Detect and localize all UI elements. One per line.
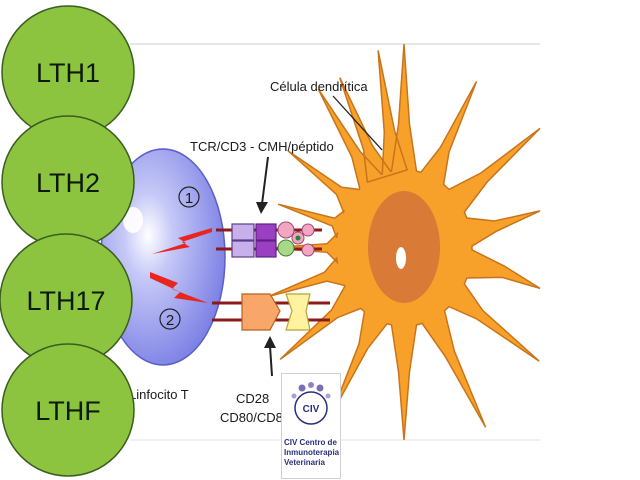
cd80-cd86-ligand — [285, 293, 311, 331]
subset-label-lthf: LTHF — [35, 396, 101, 426]
cd28-pointer-arrow — [269, 345, 273, 377]
mhc-pink-bottom — [301, 243, 315, 257]
cd80-cd86-label: CD80/CD86 — [220, 410, 290, 425]
dendritic-cell-label: Célula dendrítica — [270, 79, 368, 94]
civ-logo: CIV CIV Centro de Inmunoterapia Veterina… — [281, 373, 341, 479]
subset-label-lth2: LTH2 — [36, 168, 100, 198]
signal-1-marker — [178, 186, 200, 208]
tcr-block-top — [255, 223, 277, 241]
tcr-label: TCR/CD3 - CMH/péptido — [190, 139, 334, 154]
tcr-pointer-arrow — [261, 156, 269, 205]
subset-label-lth17: LTH17 — [26, 286, 105, 316]
signal-2-lightning-icon — [150, 272, 208, 303]
cd28-arrowhead — [264, 336, 276, 348]
tcr-cd3-complex — [216, 221, 322, 258]
cd28-receptor — [241, 293, 281, 331]
dendritic-label-pointer — [332, 95, 383, 151]
civ-logo-line3: Veterinaria — [284, 458, 325, 467]
cd28-label: CD28 — [236, 391, 269, 406]
dendritic-cell-nucleus — [368, 191, 440, 303]
civ-logo-abbr: CIV — [303, 404, 320, 415]
lymphocyte-label: Linfocito T — [129, 387, 189, 402]
signal-2-number: 2 — [166, 312, 174, 329]
signal-1-number: 1 — [185, 190, 193, 207]
peptide-core — [295, 235, 301, 241]
dendritic-cell — [267, 43, 541, 441]
civ-logo-line1: CIV Centro de — [284, 438, 337, 447]
tcr-block-bottom — [255, 240, 277, 258]
lymphocyte-highlight — [123, 207, 143, 233]
civ-logo-emblem: CIV — [291, 382, 331, 425]
cd28-cd80-complex — [212, 293, 330, 331]
signal-2-marker — [159, 308, 181, 330]
cd3-block-top-left — [231, 223, 255, 241]
signal-1-lightning-icon — [152, 228, 212, 254]
tcr-arrowhead — [256, 202, 268, 214]
mhc-green-bottom — [277, 239, 295, 257]
civ-logo-line2: Inmunoterapia — [284, 448, 340, 457]
cd3-block-bottom-left — [231, 240, 255, 258]
peptide-pink-top — [277, 221, 295, 239]
subset-circle-lthf — [1, 343, 135, 477]
dendritic-nucleus-highlight — [396, 247, 406, 269]
subset-label-lth1: LTH1 — [36, 58, 100, 88]
th-subset-column: LTH1 LTH2 LTH17 LTHF — [0, 5, 135, 477]
mhc-pink-top — [301, 223, 315, 237]
